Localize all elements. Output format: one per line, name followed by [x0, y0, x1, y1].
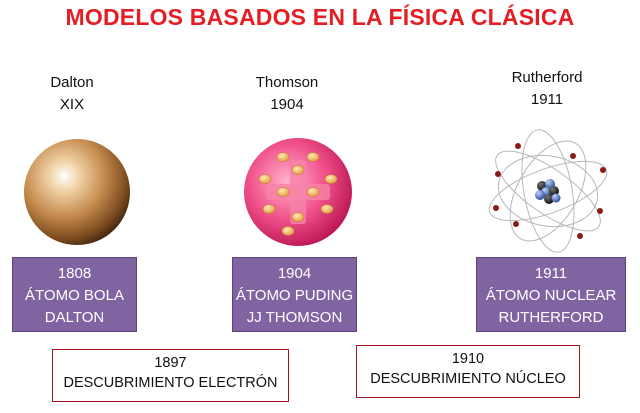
thomson-pudding-atom-image: [244, 138, 352, 246]
rutherford-box-year: 1911: [534, 265, 568, 282]
dalton-date: XIX: [59, 96, 85, 113]
electron-discovery-box: 1897 DESCUBRIMIENTO ELECTRÓN: [52, 349, 289, 402]
dalton-box-model: ÁTOMO BOLA: [25, 287, 124, 304]
electron-discovery-year: 1897: [154, 355, 187, 371]
rutherford-box-model: ÁTOMO NUCLEAR: [485, 287, 617, 304]
thomson-name: Thomson: [255, 74, 319, 91]
dalton-name: Dalton: [50, 74, 94, 91]
rutherford-heading: Rutherford 1911: [467, 67, 627, 111]
rutherford-box-author: RUTHERFORD: [498, 309, 604, 326]
thomson-box-model: ÁTOMO PUDING: [235, 287, 354, 304]
rutherford-date: 1911: [530, 91, 564, 108]
nucleus-discovery-label: DESCUBRIMIENTO NÚCLEO: [370, 371, 566, 387]
rutherford-nuclear-atom-image: [488, 129, 608, 253]
nucleus-discovery-box: 1910 DESCUBRIMIENTO NÚCLEO: [356, 345, 580, 398]
electron-discovery-label: DESCUBRIMIENTO ELECTRÓN: [63, 375, 278, 391]
dalton-model-box: 1808 ÁTOMO BOLA DALTON: [12, 257, 137, 332]
rutherford-model-box: 1911 ÁTOMO NUCLEAR RUTHERFORD: [476, 257, 626, 332]
nucleus-discovery-year: 1910: [451, 351, 485, 367]
thomson-heading: Thomson 1904: [207, 72, 367, 116]
dalton-box-year: 1808: [57, 265, 92, 282]
thomson-date: 1904: [270, 96, 304, 113]
dalton-heading: Dalton XIX: [0, 72, 152, 116]
dalton-box-author: DALTON: [44, 309, 105, 326]
thomson-model-box: 1904 ÁTOMO PUDING JJ THOMSON: [232, 257, 357, 332]
thomson-box-author: JJ THOMSON: [246, 309, 343, 326]
thomson-box-year: 1904: [277, 265, 312, 282]
rutherford-name: Rutherford: [511, 69, 583, 86]
dalton-ball-atom-image: [24, 139, 130, 245]
page-title: MODELOS BASADOS EN LA FÍSICA CLÁSICA: [65, 4, 575, 30]
